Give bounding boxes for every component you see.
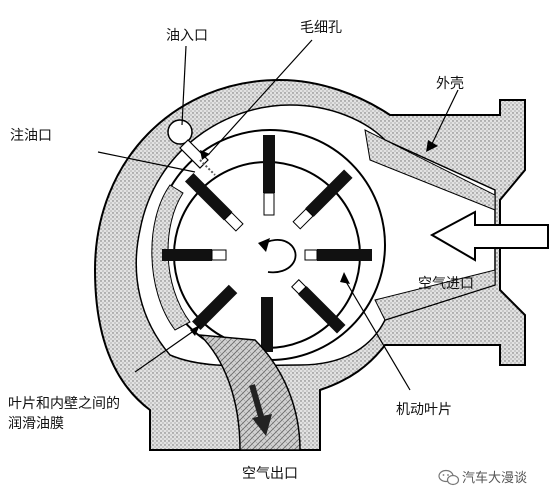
inlet-channel [364,129,496,211]
label-oil-inlet: 油入口 [166,28,208,44]
vane-top [263,135,275,193]
label-housing: 外壳 [436,75,464,92]
vane-left [162,249,212,261]
outlet-arrow-icon [249,384,272,436]
vanes [162,135,372,352]
air-inlet-arrow-icon [429,210,549,262]
label-air-inlet: 空气进口 [418,276,474,292]
wechat-icon [438,469,460,486]
label-oil-film-line2: 润滑油膜 [8,415,64,432]
vane-bottom [261,297,273,352]
oil-channel-arc [151,184,191,331]
leader-lines [97,39,459,391]
vane-right [317,249,372,261]
vane-top-slot [263,192,275,216]
label-rotor-vane: 机动叶片 [396,402,452,418]
vane-top-right [305,169,353,217]
watermark-text: 汽车大漫谈 [462,470,527,486]
inlet-channel-lower [374,269,496,321]
vane-bottom-left [192,284,238,330]
watermark: 汽车大漫谈 [438,469,527,486]
outlet-channel [198,334,301,451]
oil-inlet-nozzle [167,119,216,176]
label-air-outlet: 空气出口 [242,466,298,482]
label-oil-fill-port: 注油口 [10,128,52,144]
label-oil-film-line1: 叶片和内壁之间的 [8,396,120,412]
label-capillary: 毛细孔 [300,20,342,36]
vane-top-left [184,172,233,221]
rotation-arrow [258,238,297,274]
vane-bottom-right [298,286,346,334]
